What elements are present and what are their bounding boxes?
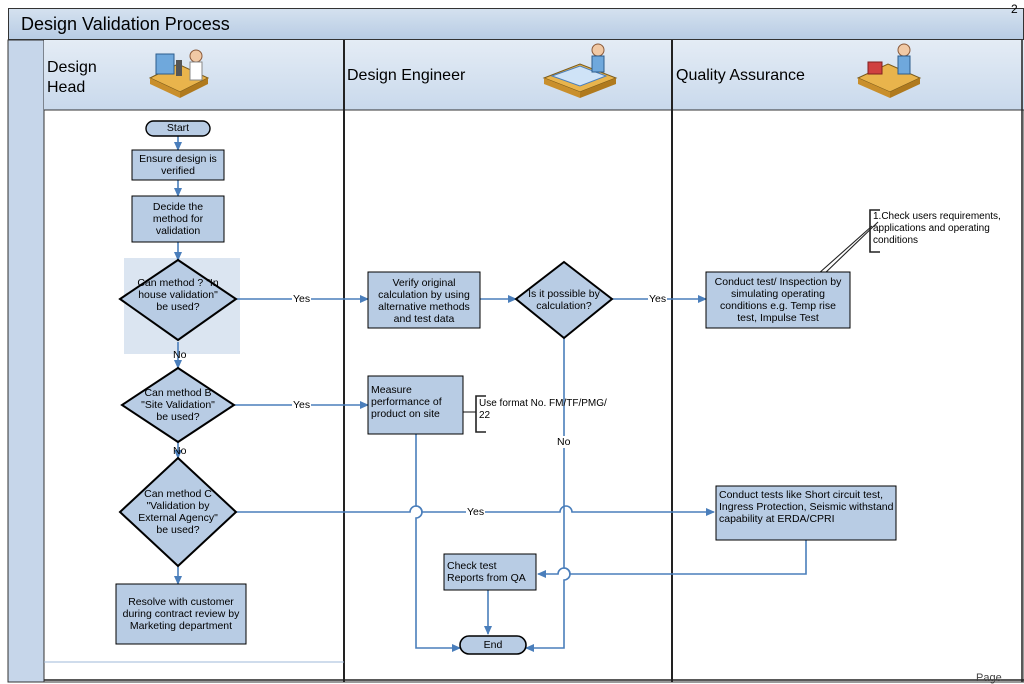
edge-label-no-possible: No xyxy=(556,436,572,448)
engineer-drafting-icon xyxy=(542,43,618,98)
possible-calc-label: Is it possible by calculation? xyxy=(528,288,600,312)
edge-qa-check xyxy=(537,540,807,578)
measure-label: Measure performance of product on site xyxy=(371,384,442,420)
edge-external-yes xyxy=(236,505,715,516)
check-reports-label: Check test Reports from QA xyxy=(447,560,526,584)
note-link-2 xyxy=(821,221,879,277)
page-title: Design Validation Process xyxy=(21,14,230,34)
external-decision[interactable] xyxy=(118,456,238,568)
start-terminator[interactable] xyxy=(145,120,211,137)
measure-box[interactable] xyxy=(367,375,464,435)
verify-calc-box[interactable] xyxy=(367,271,481,329)
conduct-tests-ext-label: Conduct tests like Short circuit test, I… xyxy=(719,489,894,525)
possible-calc-decision[interactable] xyxy=(514,260,614,340)
edge-label-yes-inhouse: Yes xyxy=(292,293,312,305)
verify-calc-label: Verify original calculation by using alt… xyxy=(378,277,470,325)
conduct-test-box[interactable] xyxy=(705,271,851,329)
conduct-tests-ext-box[interactable] xyxy=(715,485,897,541)
resolve-label: Resolve with customer during contract re… xyxy=(122,596,240,632)
pool-left-band xyxy=(7,39,45,683)
decide-method-box[interactable] xyxy=(131,195,225,243)
check-reports-box[interactable] xyxy=(443,553,537,591)
note-bracket-requirements xyxy=(869,209,880,253)
lane-header-band xyxy=(44,40,1024,110)
note-bracket-format xyxy=(475,395,486,433)
edge-label-no-inhouse: No xyxy=(173,349,187,361)
footer-text: Page xyxy=(976,672,1002,684)
pool-title-bar: Design Validation Process xyxy=(8,8,1024,40)
inspector-weighing-icon xyxy=(856,43,922,98)
inhouse-decision[interactable] xyxy=(118,258,238,342)
lane-design-head: Design Head xyxy=(47,59,97,96)
site-decision-label: Can method B "Site Validation" be used? xyxy=(141,387,215,423)
decide-method-label: Decide the method for validation xyxy=(152,201,204,237)
lane-quality-assurance: Quality Assurance xyxy=(676,67,805,84)
note-requirements: 1.Check users requirements, applications… xyxy=(873,211,1001,246)
end-terminator[interactable] xyxy=(459,635,527,655)
edge-measure-end xyxy=(415,434,461,652)
inhouse-decision-label: Can method ? "In house validation" be us… xyxy=(137,277,219,313)
scientist-microscope-icon xyxy=(148,49,210,98)
start-label: Start xyxy=(166,122,190,134)
ensure-design-label: Ensure design is verified xyxy=(139,153,217,177)
site-decision[interactable] xyxy=(120,366,236,444)
edge-label-yes-possible: Yes xyxy=(648,293,668,305)
note-link-1 xyxy=(817,225,873,275)
corner-mark: 2 xyxy=(1011,2,1018,16)
note-format: Use format No. FM/TF/PMG/ 22 xyxy=(479,398,607,421)
edge-label-no-site: No xyxy=(173,445,187,457)
resolve-box[interactable] xyxy=(115,583,247,645)
end-label: End xyxy=(483,639,503,651)
conduct-test-label: Conduct test/ Inspection by simulating o… xyxy=(714,276,842,324)
edge-label-yes-external: Yes xyxy=(466,506,486,518)
edge-label-yes-site: Yes xyxy=(292,399,312,411)
lane-design-engineer: Design Engineer xyxy=(347,67,466,84)
external-decision-label: Can method C "Validation by External Age… xyxy=(138,488,218,536)
ensure-design-box[interactable] xyxy=(131,149,225,181)
